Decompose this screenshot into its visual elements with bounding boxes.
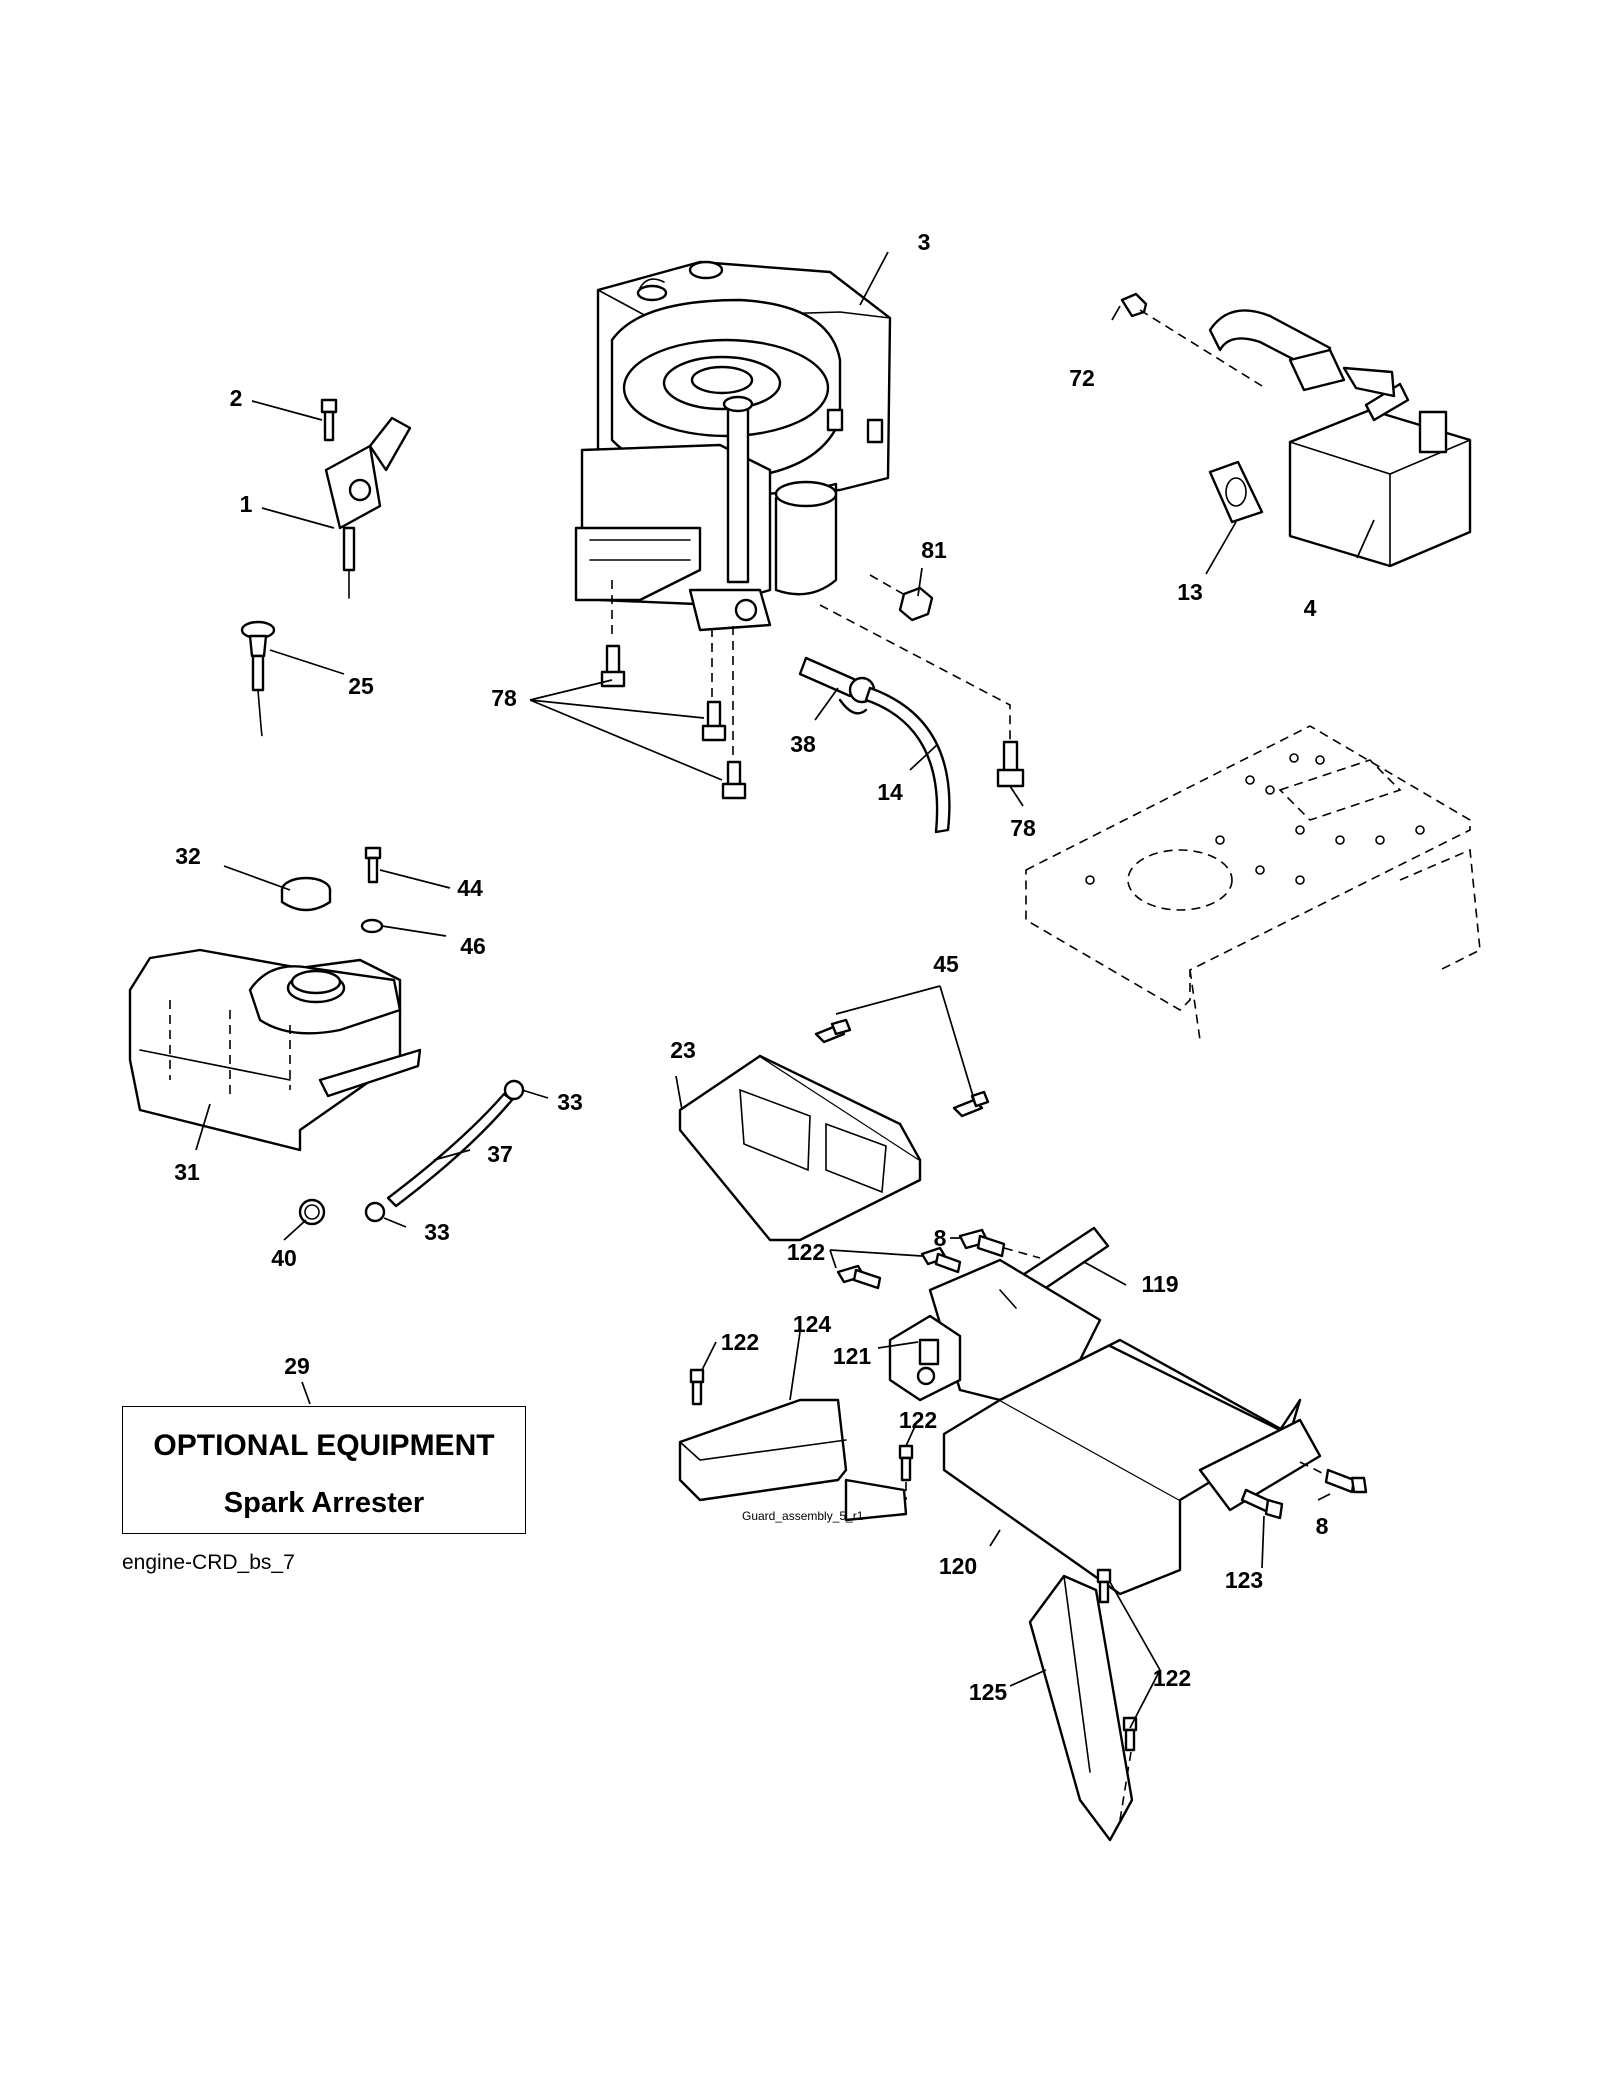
- bracket-121: [888, 1314, 962, 1402]
- guard-assembly-label: Guard_assembly_5_r1: [742, 1509, 864, 1523]
- callout-81: 81: [921, 537, 947, 563]
- screw-45-lower: [952, 1090, 990, 1118]
- callout-13: 13: [1177, 579, 1203, 605]
- washer-46: [360, 918, 384, 934]
- bracket-119: [928, 1226, 1110, 1402]
- leader-lines: [195, 251, 1375, 1729]
- callout-labels: 3 2 1 72 13 4 81 25 78 38 14 78 32 44 46…: [174, 229, 1328, 1705]
- callout-29: 29: [284, 1353, 310, 1379]
- chassis-frame: [1025, 725, 1481, 1041]
- optional-equipment-title: OPTIONAL EQUIPMENT: [153, 1429, 495, 1462]
- callout-72: 72: [1069, 365, 1095, 391]
- callout-14: 14: [877, 779, 903, 805]
- choke-knob-25: [240, 620, 276, 737]
- callout-44: 44: [457, 875, 483, 901]
- guard-125: [1028, 1574, 1134, 1842]
- clamp-40: [298, 1198, 326, 1226]
- heat-shield-23: [678, 1054, 922, 1242]
- clamp-33-lower: [364, 1201, 386, 1223]
- callout-8-lower: 8: [1316, 1513, 1329, 1539]
- fuel-filter-38: [798, 656, 876, 715]
- callout-78-right: 78: [1010, 815, 1036, 841]
- bolt-78-left: [600, 644, 626, 688]
- callout-124: 124: [793, 1311, 832, 1337]
- callout-122-top: 122: [787, 1239, 825, 1265]
- callout-121: 121: [833, 1343, 872, 1369]
- callout-122-bottom: 122: [1153, 1665, 1191, 1691]
- callout-119: 119: [1141, 1271, 1178, 1297]
- screw-45-upper: [814, 1018, 852, 1044]
- callout-123: 123: [1225, 1567, 1263, 1593]
- nut-81: [869, 574, 934, 622]
- callout-122-left: 122: [721, 1329, 759, 1355]
- bolt-78-lower: [721, 760, 747, 800]
- callout-38: 38: [790, 731, 816, 757]
- callout-31: 31: [174, 1159, 200, 1185]
- callout-33-lower: 33: [424, 1219, 450, 1245]
- muffler: [1208, 309, 1472, 568]
- callout-3: 3: [918, 229, 931, 255]
- callout-4: 4: [1304, 595, 1317, 621]
- optional-equipment-box: OPTIONAL EQUIPMENT Spark Arrester: [122, 1406, 526, 1534]
- callout-8-upper: 8: [934, 1225, 947, 1251]
- bolt-78-middle: [701, 700, 727, 742]
- callout-122-mid: 122: [899, 1407, 937, 1433]
- callout-2: 2: [230, 385, 243, 411]
- callout-1: 1: [240, 491, 253, 517]
- callout-46: 46: [460, 933, 486, 959]
- bolt-8-upper: [958, 1228, 1041, 1259]
- callout-25: 25: [348, 673, 374, 699]
- callout-32: 32: [175, 843, 201, 869]
- fuel-line-37: [386, 1092, 514, 1208]
- callout-125: 125: [969, 1679, 1008, 1705]
- diagram-code: engine-CRD_bs_7: [122, 1551, 295, 1574]
- bolt-8-lower: [1299, 1461, 1368, 1494]
- bolt-123: [1240, 1488, 1284, 1520]
- spark-arrester-label: Spark Arrester: [223, 1487, 425, 1519]
- guard-124: [678, 1398, 908, 1522]
- fuel-hose-14: [864, 686, 951, 834]
- callout-37: 37: [487, 1141, 513, 1167]
- engine: [574, 260, 1011, 760]
- fuel-tank-31: [128, 948, 422, 1152]
- gasket-13: [1208, 460, 1264, 524]
- callout-33-upper: 33: [557, 1089, 583, 1115]
- callout-40: 40: [271, 1245, 297, 1271]
- callout-23: 23: [670, 1037, 696, 1063]
- callout-78-left: 78: [491, 685, 517, 711]
- guard-120: [942, 1338, 1322, 1596]
- fuel-cap-32: [280, 876, 332, 912]
- bolt-78-right: [996, 740, 1025, 788]
- callout-45: 45: [933, 951, 959, 977]
- callout-120: 120: [939, 1553, 977, 1579]
- throttle-control: [324, 416, 412, 599]
- screw-44: [364, 846, 382, 884]
- screw-2: [320, 398, 338, 442]
- bolt-72: [1120, 292, 1263, 387]
